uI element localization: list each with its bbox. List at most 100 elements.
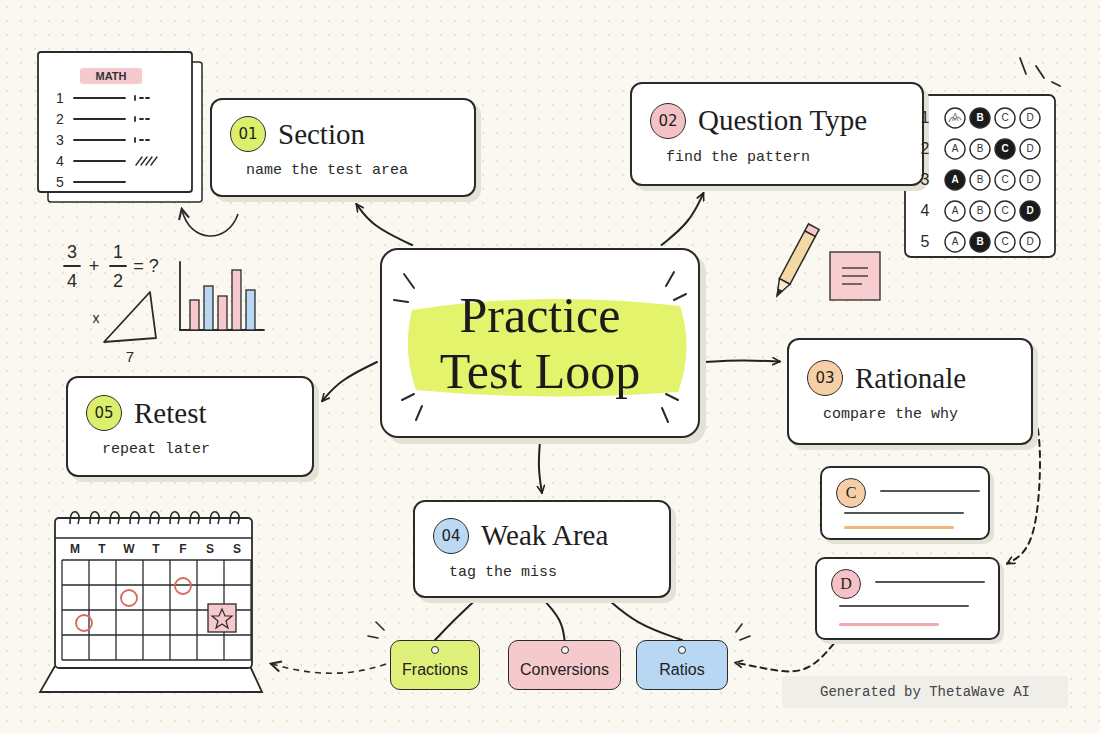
heading-row: 01 Section <box>230 116 454 152</box>
step-box: 03Rationalecompare the why <box>787 338 1033 445</box>
badge-slot: 04 <box>433 518 469 554</box>
text-line <box>880 490 980 492</box>
answer-card: C <box>820 466 990 540</box>
heading-row: 04Weak Area <box>433 518 649 554</box>
tag-hole <box>431 646 439 654</box>
illustration-label: 5 <box>921 234 930 250</box>
illustration-label: 1 <box>921 110 930 126</box>
calendar-rule <box>196 560 197 660</box>
math-sheet <box>38 52 202 202</box>
watermark-patch <box>782 676 1068 708</box>
connector <box>435 598 478 640</box>
illustration-label: 4 <box>921 203 930 219</box>
illustration-label: D <box>1026 237 1033 247</box>
text-line <box>844 526 954 529</box>
illustration-label: M <box>70 543 80 555</box>
illustration-label: 3 <box>67 243 77 261</box>
bar-chart <box>190 270 255 330</box>
answer-bubble <box>1020 108 1040 128</box>
badge-slot: 02 <box>650 103 686 139</box>
answer-bubble <box>1020 170 1040 190</box>
illustration-label: MATH <box>96 71 127 82</box>
step-number-text: 01 <box>238 125 257 143</box>
connector <box>356 204 412 245</box>
connector <box>607 598 683 640</box>
step-heading: Rationale <box>855 362 966 395</box>
calendar-rule <box>142 560 143 660</box>
sparkles <box>368 622 750 640</box>
badge-slot: 01 <box>230 116 266 152</box>
calendar-rule <box>62 659 251 660</box>
illustration-label: D <box>1026 113 1033 123</box>
step-number: 01 <box>230 116 266 152</box>
step-box: 01Sectionname the test area <box>210 98 476 197</box>
answer-bubble <box>1020 139 1040 159</box>
illustration-label: D <box>1026 144 1033 154</box>
answer-bubble <box>995 232 1015 252</box>
topic-tag: Fractions <box>390 640 480 690</box>
topic-tag: Ratios <box>636 640 728 690</box>
connector <box>322 362 377 401</box>
text-line <box>839 623 939 626</box>
illustration-label: 3 <box>921 172 930 188</box>
calendar-rule <box>62 559 251 560</box>
watermark: Generated by ThetaWave AI <box>820 685 1030 699</box>
step-number-text: 03 <box>815 369 834 387</box>
illustration-label: 5 <box>56 175 64 189</box>
tag-label: Ratios <box>659 661 704 679</box>
illustration-label: A <box>952 113 959 123</box>
tag-hole <box>678 646 686 654</box>
text-line <box>839 605 969 607</box>
calendar-rule <box>169 560 170 660</box>
pencil <box>772 224 819 299</box>
illustration-label: B <box>976 113 983 123</box>
illustration-label: A <box>951 175 958 185</box>
illustration-label: = ? <box>133 257 159 275</box>
hub-box: Practice Test Loop <box>380 248 700 438</box>
calendar-ring <box>70 512 79 524</box>
illustration-label: 1 <box>113 243 123 261</box>
illustration-label: 4 <box>67 272 77 290</box>
illustration-label: x <box>93 311 100 325</box>
connector <box>703 361 780 362</box>
illustration-label: B <box>977 144 984 154</box>
calendar <box>40 512 262 692</box>
text-line <box>844 512 964 514</box>
step-number-text: 04 <box>441 527 460 545</box>
answer-bubble <box>995 139 1015 159</box>
curved-arrow <box>182 210 238 236</box>
step-caption: find the pattern <box>650 149 902 166</box>
illustration-label: 1 <box>56 91 64 105</box>
calendar-ring <box>90 512 99 524</box>
illustration-label: S <box>233 543 241 555</box>
heading-row: 05 Retest <box>86 395 292 431</box>
answer-bubble <box>945 170 965 190</box>
heading-row: 02Question Type <box>650 103 902 139</box>
illustration-label: A <box>952 206 959 216</box>
illustration-label: B <box>976 237 983 247</box>
calendar-ring <box>170 512 179 524</box>
step-number: 03 <box>807 360 843 396</box>
answer-letter: C <box>836 478 866 508</box>
sticky-note <box>830 252 880 300</box>
tag-label: Conversions <box>520 661 609 679</box>
answer-bubble <box>945 201 965 221</box>
answer-bubble <box>970 108 990 128</box>
calendar-rule <box>62 634 251 635</box>
step-number-text: 02 <box>658 112 677 130</box>
answer-bubble <box>945 232 965 252</box>
illustration-label: C <box>1001 144 1008 154</box>
calendar-ring <box>130 512 139 524</box>
calendar-rule <box>55 537 252 538</box>
step-heading: Retest <box>134 397 207 430</box>
answer-bubble <box>995 201 1015 221</box>
leader-line <box>272 664 386 673</box>
step-number-text: 05 <box>94 404 113 422</box>
step-heading: Section <box>278 118 365 151</box>
dashed-connector <box>735 644 834 671</box>
answer-bubble <box>970 232 990 252</box>
calendar-ring <box>150 512 159 524</box>
illustration-label: B <box>977 206 984 216</box>
